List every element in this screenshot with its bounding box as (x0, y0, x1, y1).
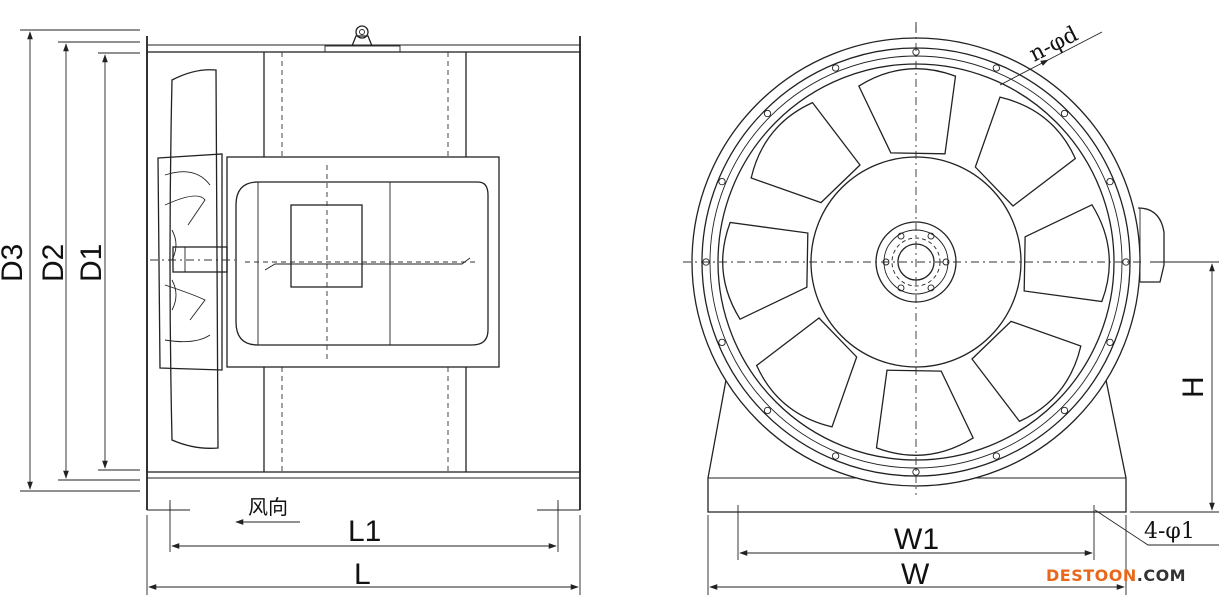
bolt-hole (718, 177, 726, 186)
bolt-hole (831, 452, 840, 460)
bolt-hole (763, 109, 772, 118)
dim-label-w1: W1 (894, 523, 939, 556)
dim-label-w: W (901, 558, 930, 591)
motor-shaft (172, 246, 228, 273)
bolt-hole (1106, 338, 1114, 347)
bolt-hole (992, 64, 1001, 72)
side-view: D3 D2 D1 L1 L 风向 (0, 25, 581, 595)
dim-label-d1: D1 (75, 244, 108, 282)
terminal-box (290, 204, 363, 288)
flange-bolt-holes (702, 48, 1130, 476)
dim-h (1130, 261, 1219, 513)
hub-bolt-hole (927, 232, 935, 240)
horizontal-dimensions-front (707, 505, 1127, 595)
watermark-brand: DESTOON (1046, 566, 1137, 585)
impeller-blade (750, 101, 861, 204)
vertical-dimensions (20, 29, 140, 492)
bolt-hole (1106, 177, 1114, 186)
bolt-hole (831, 64, 840, 72)
impeller-blade (1023, 203, 1110, 303)
airflow-label: 风向 (248, 495, 288, 519)
lifting-eye (324, 25, 401, 53)
holes-flange-label: n-φd (1025, 22, 1082, 67)
dim-label-d3: D3 (0, 244, 29, 282)
impeller-blade (974, 96, 1077, 207)
motor-body (235, 181, 489, 346)
bolt-hole (718, 338, 726, 347)
impeller-blade (857, 68, 957, 155)
impeller-blades (722, 68, 1110, 456)
impeller-blade (722, 221, 809, 321)
watermark: DESTOON.COM (1046, 566, 1186, 585)
dim-label-d2: D2 (37, 244, 70, 282)
horizontal-dimensions-side (146, 505, 581, 595)
impeller-blade (875, 369, 975, 456)
hub-bolt-hole (927, 284, 935, 292)
impeller-blade (755, 317, 858, 428)
junction-box (1137, 207, 1165, 283)
bolt-hole (1060, 406, 1069, 415)
impeller-blade (971, 320, 1082, 423)
bolt-hole (992, 452, 1001, 460)
impeller-side (157, 69, 223, 449)
bolt-hole (1060, 109, 1069, 118)
bolt-hole (763, 406, 772, 415)
hub-bolt-hole (897, 232, 905, 240)
watermark-suffix: .COM (1136, 566, 1187, 585)
hub-bolt-hole (897, 284, 905, 292)
dim-label-l: L (354, 558, 371, 591)
dim-label-l1: L1 (348, 515, 381, 548)
holes-base-label: 4-φ1 (1144, 519, 1195, 544)
front-view: H W1 W n-φd 4-φ1 (683, 22, 1219, 595)
dim-label-h: H (1177, 376, 1210, 398)
